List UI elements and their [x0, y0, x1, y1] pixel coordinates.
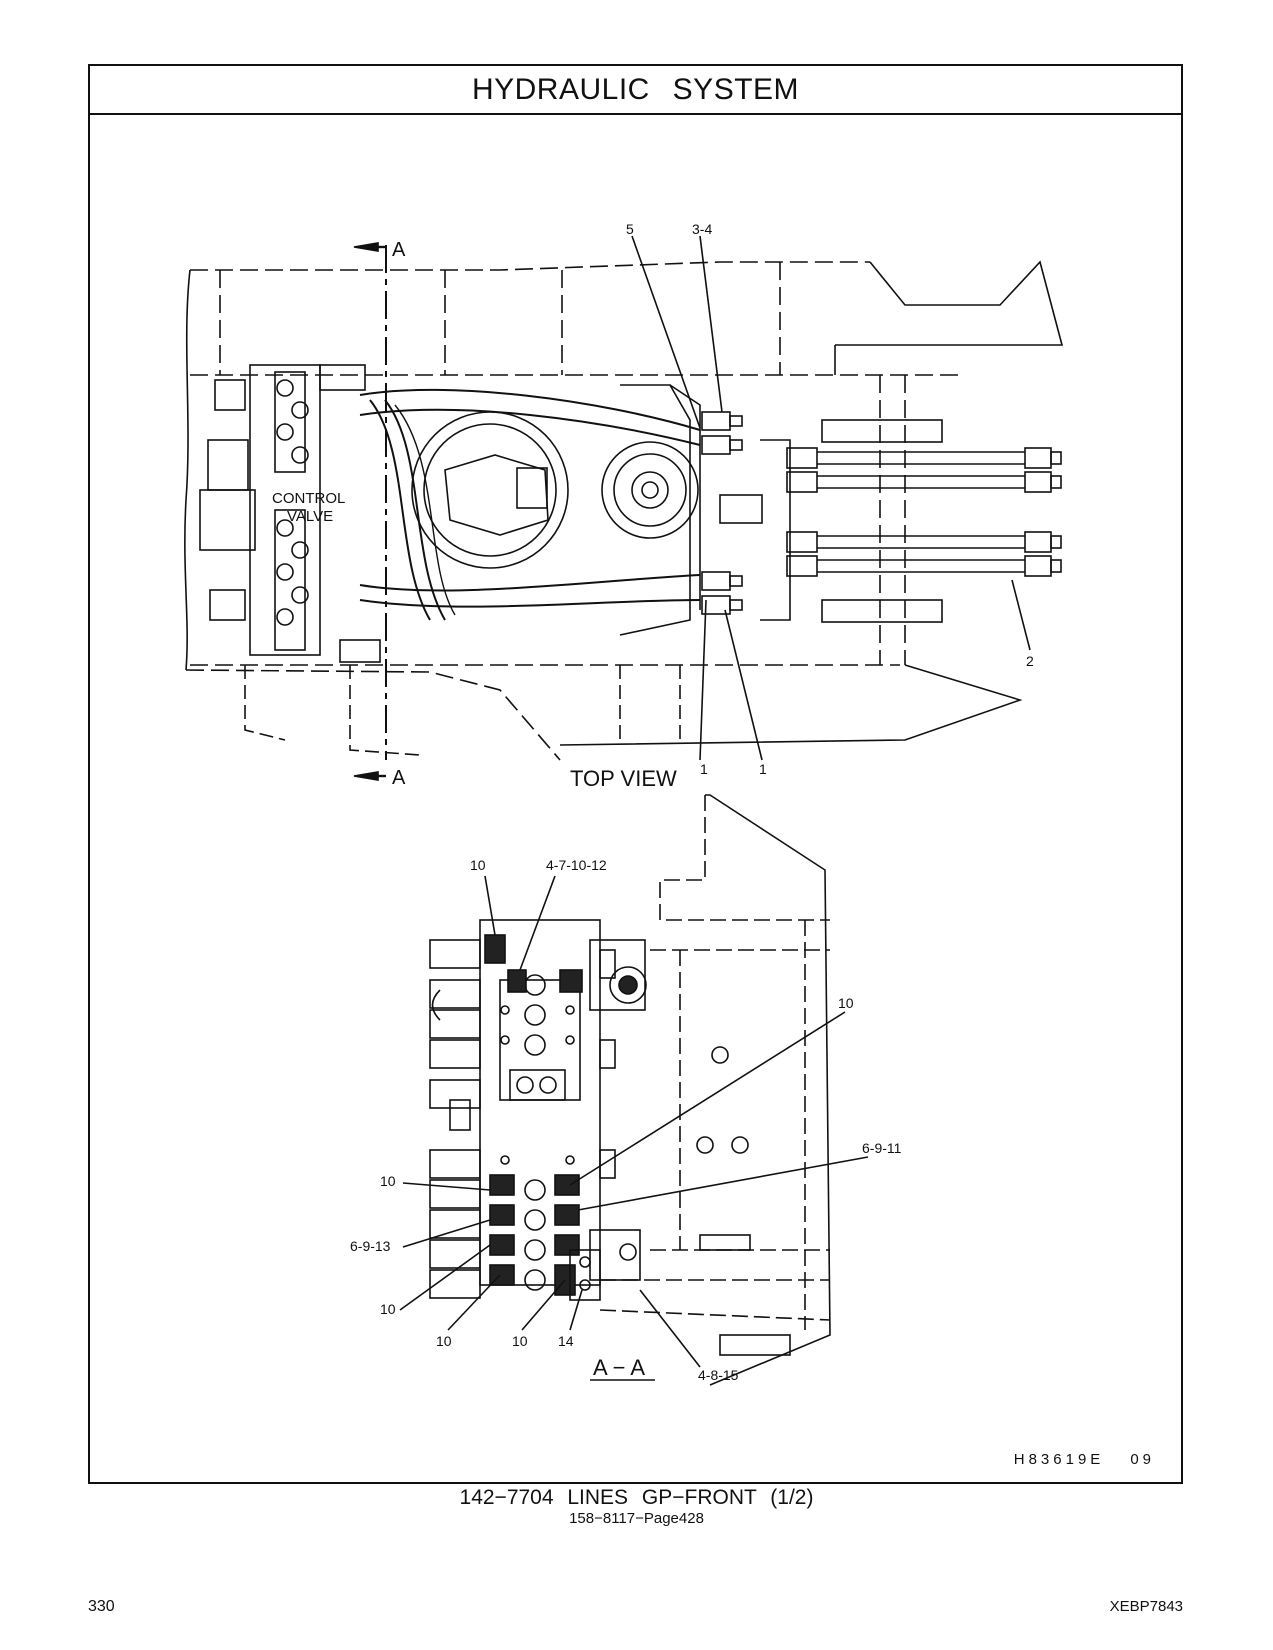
top-view-title: TOP VIEW [570, 766, 677, 791]
callout-10-left: 10 [380, 1173, 396, 1189]
illustration-code-id: H83619E [1013, 1451, 1105, 1468]
section-marker-bottom: A [392, 767, 406, 789]
illustration-code-suffix: 09 [1130, 1451, 1155, 1468]
callout-6-9-11: 6-9-11 [862, 1140, 902, 1156]
callout-2: 2 [1026, 653, 1034, 669]
callout-5: 5 [626, 221, 634, 237]
callout-10-bottom-2: 10 [512, 1333, 528, 1349]
callout-1-left: 1 [700, 761, 708, 777]
control-valve-label-line1: CONTROL [272, 490, 345, 507]
page-number: 330 [88, 1598, 115, 1615]
section-marker-top: A [392, 239, 406, 261]
callout-4-8-15: 4-8-15 [698, 1367, 739, 1383]
callout-10-top: 10 [470, 857, 486, 873]
illustration-code: H83619E 09 [988, 1451, 1155, 1468]
callout-3-4: 3-4 [692, 221, 712, 237]
figure-caption: 142−7704 LINES GP−FRONT (1/2) [459, 1486, 814, 1509]
drawing-frame: HYDRAULIC SYSTEM H83619E 09 [88, 64, 1183, 1484]
section-view-title: A − A [593, 1355, 645, 1380]
top-view-drawing [184, 235, 1064, 781]
document-id: XEBP7843 [1109, 1598, 1183, 1615]
callout-10-right: 10 [838, 995, 854, 1011]
callout-14: 14 [558, 1333, 574, 1349]
page-title: HYDRAULIC SYSTEM [90, 66, 1181, 115]
callout-10-bottom-1: 10 [436, 1333, 452, 1349]
callout-4-7-10-12: 4-7-10-12 [546, 857, 607, 873]
callout-1-right: 1 [759, 761, 767, 777]
callout-10-lower: 10 [380, 1301, 396, 1317]
control-valve-label-line2: VALVE [287, 508, 333, 525]
callout-6-9-13: 6-9-13 [350, 1238, 391, 1254]
section-view-drawing [399, 794, 869, 1386]
figure-subcaption: 158−8117−Page428 [569, 1510, 704, 1527]
